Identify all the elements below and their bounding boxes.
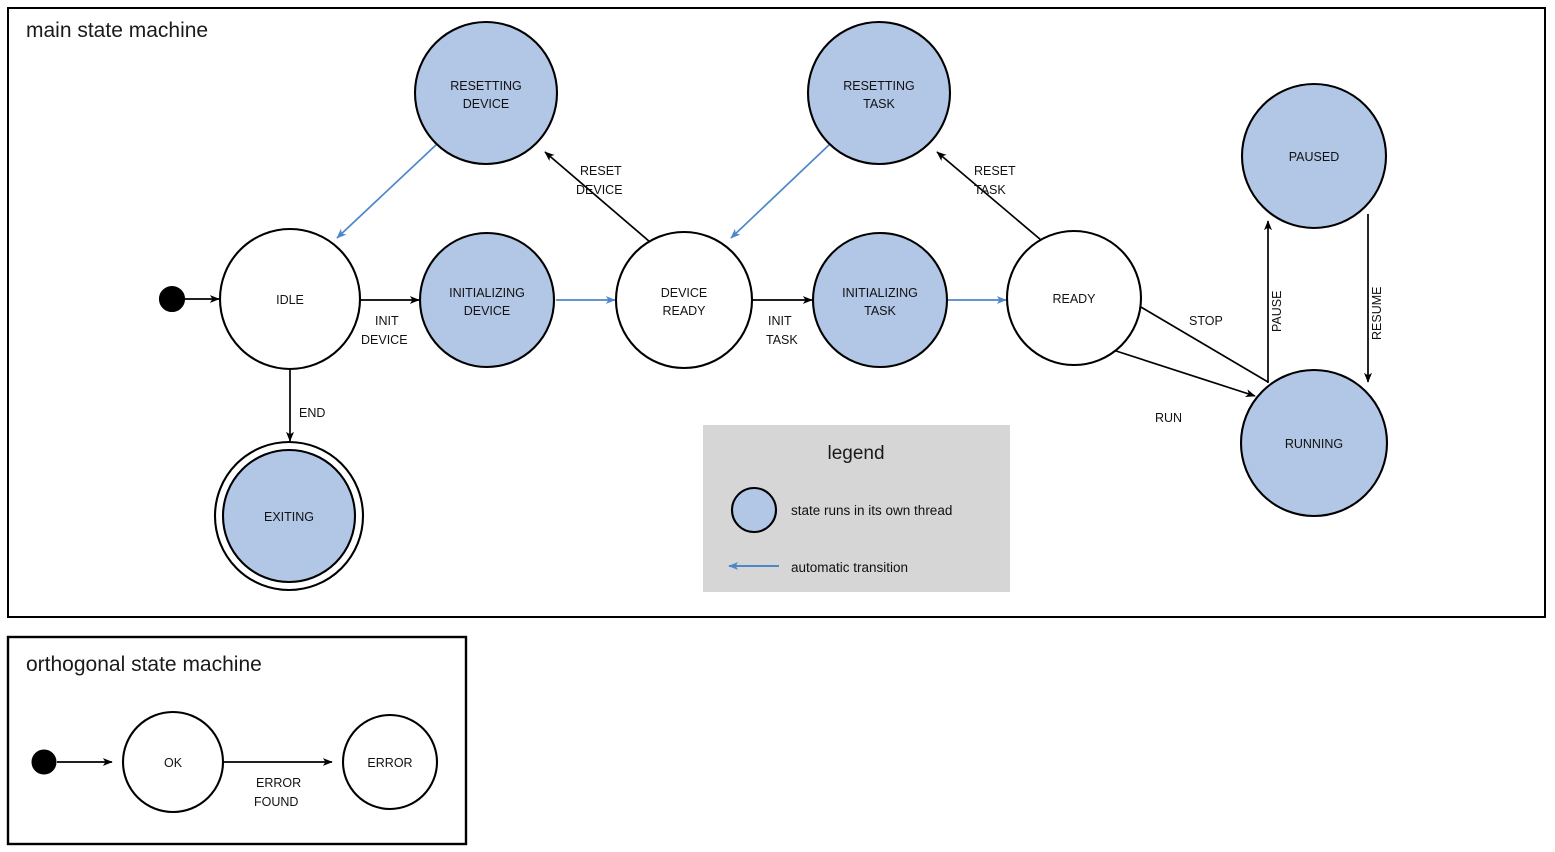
state-label-device-ready-line1: DEVICE <box>661 286 708 300</box>
state-label-ready: READY <box>1052 292 1096 306</box>
main-panel-title: main state machine <box>26 19 208 42</box>
state-circle-resetting-device[interactable] <box>413 20 559 166</box>
transition-label-init-task-line2: TASK <box>766 333 798 347</box>
legend-thread-state-icon <box>730 486 778 534</box>
state-node-device-ready[interactable]: DEVICE READY <box>614 230 754 370</box>
transition-label-reset-task-line1: RESET <box>974 164 1016 178</box>
transition-label-pause: PAUSE <box>1270 291 1284 332</box>
orthogonal-panel-frame <box>6 635 468 846</box>
state-circle-device-ready[interactable] <box>614 230 754 370</box>
state-node-initializing-device[interactable]: INITIALIZING DEVICE <box>418 231 556 369</box>
state-node-error[interactable]: ERROR <box>341 713 439 811</box>
transition-label-reset-device-line2: DEVICE <box>576 183 623 197</box>
state-circle-resetting-task[interactable] <box>806 20 952 166</box>
transition-label-run: RUN <box>1155 411 1182 425</box>
state-label-paused: PAUSED <box>1289 150 1339 164</box>
initial-state-marker-main <box>158 285 186 313</box>
transition-label-error-found-line2: FOUND <box>254 795 298 809</box>
transition-device-ready-reset-device[interactable] <box>544 151 651 243</box>
state-node-resetting-device[interactable]: RESETTING DEVICE <box>413 20 559 166</box>
state-label-idle: IDLE <box>276 293 304 307</box>
transition-ready-run-running[interactable] <box>1112 349 1256 397</box>
state-node-ready[interactable]: READY <box>1005 229 1143 367</box>
state-label-initializing-task-line2: TASK <box>864 304 896 318</box>
state-label-initializing-task-line1: INITIALIZING <box>842 286 918 300</box>
transition-label-error-found-line1: ERROR <box>256 776 301 790</box>
state-label-device-ready-line2: READY <box>662 304 706 318</box>
initial-state-marker-orthogonal <box>31 749 57 775</box>
transition-label-reset-device-line1: RESET <box>580 164 622 178</box>
legend-item-automatic-transition-text: automatic transition <box>791 560 908 575</box>
orthogonal-transitions: ERROR FOUND <box>57 758 333 809</box>
transition-ready-reset-task[interactable] <box>936 151 1042 241</box>
state-label-ok: OK <box>164 756 183 770</box>
transition-running-stop-ready[interactable] <box>1128 299 1269 383</box>
state-label-resetting-device-line2: DEVICE <box>463 97 510 111</box>
state-circle-paused[interactable] <box>1240 82 1388 230</box>
state-node-paused[interactable]: PAUSED <box>1240 82 1388 230</box>
state-label-resetting-device-line1: RESETTING <box>450 79 522 93</box>
state-label-running: RUNNING <box>1285 437 1343 451</box>
state-node-idle[interactable]: IDLE <box>218 227 362 371</box>
main-panel-frame <box>7 7 1546 618</box>
state-node-initializing-task[interactable]: INITIALIZING TASK <box>811 231 949 369</box>
state-circle-running[interactable] <box>1239 368 1389 518</box>
legend-item-thread-state-text: state runs in its own thread <box>791 503 952 518</box>
state-node-resetting-task[interactable]: RESETTING TASK <box>806 20 952 166</box>
state-circle-error[interactable] <box>341 713 439 811</box>
transition-label-init-device-line1: INIT <box>375 314 399 328</box>
state-label-resetting-task-line1: RESETTING <box>843 79 915 93</box>
transition-label-resume: RESUME <box>1370 287 1384 340</box>
state-circle-initializing-task[interactable] <box>811 231 949 369</box>
transition-label-init-task-line1: INIT <box>768 314 792 328</box>
state-circle-idle[interactable] <box>218 227 362 371</box>
state-node-running[interactable]: RUNNING <box>1239 368 1389 518</box>
state-label-resetting-task-line2: TASK <box>863 97 895 111</box>
state-circle-initializing-device[interactable] <box>418 231 556 369</box>
transition-label-end: END <box>299 406 325 420</box>
state-node-exiting[interactable]: EXITING <box>213 440 365 592</box>
transition-label-reset-task-line2: TASK <box>974 183 1006 197</box>
state-node-ok[interactable]: OK <box>121 710 225 814</box>
state-label-initializing-device-line2: DEVICE <box>464 304 511 318</box>
legend: legend state runs in its own thread auto… <box>703 425 1010 592</box>
state-circle-ready[interactable] <box>1005 229 1143 367</box>
legend-title: legend <box>827 443 884 464</box>
orthogonal-panel-title: orthogonal state machine <box>26 653 262 676</box>
transition-reset-device-idle-auto[interactable] <box>336 143 438 239</box>
transition-label-stop: STOP <box>1189 314 1223 328</box>
state-label-initializing-device-line1: INITIALIZING <box>449 286 525 300</box>
main-transitions: INIT DEVICE RESET DEVICE INIT TASK RESET… <box>185 143 1384 442</box>
state-label-exiting: EXITING <box>264 510 314 524</box>
transition-label-init-device-line2: DEVICE <box>361 333 408 347</box>
state-circle-exiting[interactable] <box>221 448 357 584</box>
state-circle-ok[interactable] <box>121 710 225 814</box>
state-label-error: ERROR <box>367 756 412 770</box>
transition-reset-task-device-ready-auto[interactable] <box>730 143 831 239</box>
